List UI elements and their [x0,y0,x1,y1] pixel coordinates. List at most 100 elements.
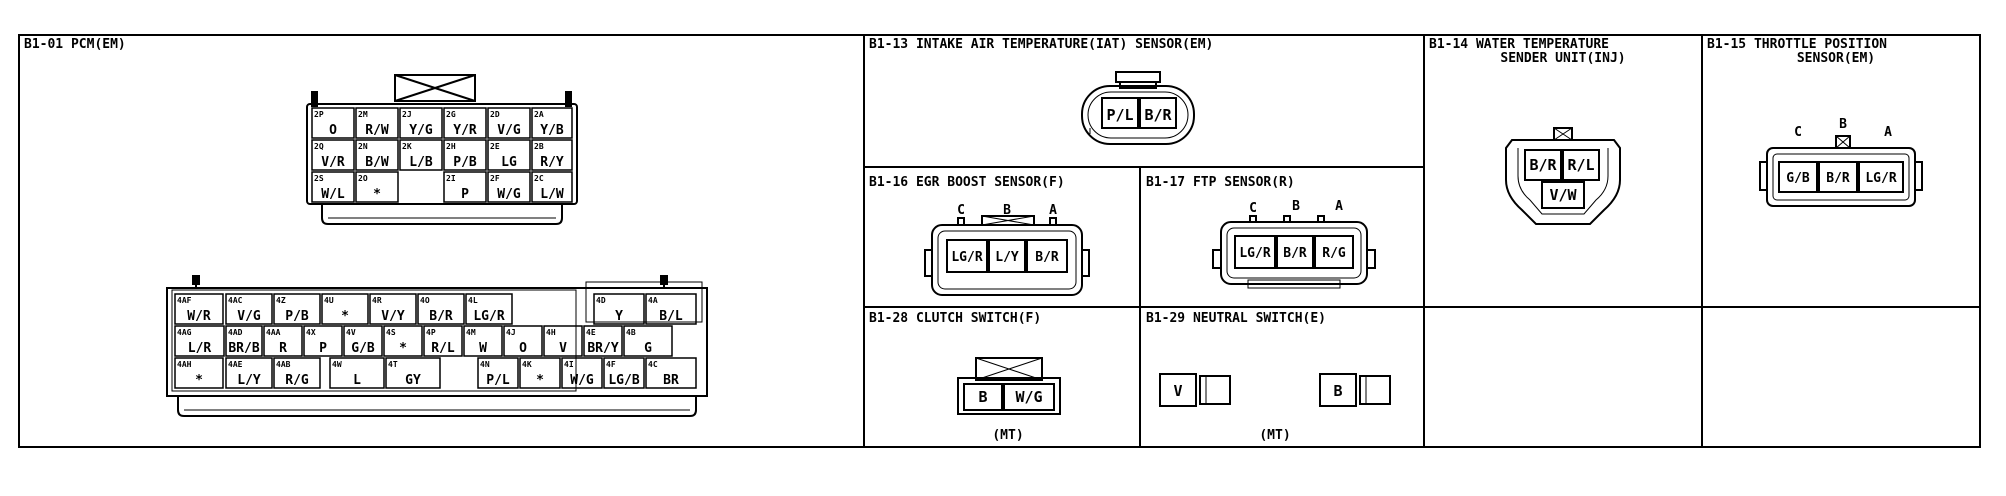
pin-number: 4AE [228,360,243,369]
panel-title-b1-14-line2: SENDER UNIT(INJ) [1500,51,1625,66]
water-temp-connector [1505,127,1621,225]
wire-color: O [329,123,337,138]
pin-number: 4AH [177,360,192,369]
pin-number: 4A [648,296,658,305]
neutral-note: (MT) [1259,428,1290,443]
wire-color: R/L [431,341,455,356]
pin-number: 4O [420,296,430,305]
connector-cavity: 4AE L/Y [225,357,273,389]
wire-color: G/B [351,341,375,356]
pin-number: 2P [314,110,324,119]
wire-color: LG/R [473,309,504,324]
iat-sensor-connector [1081,71,1195,145]
wire-color: * [373,187,381,202]
wire-color: W/R [187,309,211,324]
wire-color: LG [501,155,517,170]
wire-color: V [559,341,567,356]
pin-number: 4D [596,296,606,305]
ftp-wire-c: LG/R [1239,246,1270,261]
ftp-wire-b: B/R [1283,246,1307,261]
pin-number: 2N [358,142,368,151]
wire-color: V/G [237,309,261,324]
tps-pin-c: C [1794,125,1802,140]
pin-number: 2G [446,110,456,119]
panel-title-b1-01: B1-01 PCM(EM) [24,37,126,52]
pin-number: 2K [402,142,412,151]
wire-color: L [353,373,361,388]
wire-color: R/W [365,123,389,138]
ftp-sensor-connector [1212,215,1376,289]
connector-cavity: 4VG/B [343,325,383,357]
wire-color: * [536,373,544,388]
wire-color: GY [405,373,421,388]
pin-number: 2S [314,174,324,183]
pin-number: 2B [534,142,544,151]
connector-cavity: 2M R/W [355,107,399,139]
connector-cavity: 2BR/Y [531,139,573,171]
pcm-lower-connector [166,275,708,417]
wire-color: R/G [285,373,309,388]
ftp-wire-a: R/G [1322,246,1346,261]
clutch-wire-2: W/G [1015,388,1042,406]
wire-color: * [195,373,203,388]
pin-number: 4AG [177,328,192,337]
connector-cavity: 4U* [321,293,369,325]
pin-number: 4S [386,328,396,337]
pin-number: 4H [546,328,556,337]
connector-cavity: 2GY/R [443,107,487,139]
ftp-pin-c: C [1249,201,1257,216]
pin-number: 2H [446,142,456,151]
neutral-wire-2: B [1333,382,1342,400]
wire-color: B/L [659,309,683,324]
ftp-pin-a: A [1335,199,1343,214]
egr-pin-c: C [957,203,965,218]
pin-number: 2F [490,174,500,183]
tps-pin-b: B [1839,117,1847,132]
connector-cavity: 2IP [443,171,487,203]
pcm-upper-cells: 2PO2MR/W2JY/G2GY/R2DV/G2AY/B2QV/R2NB/W2K… [311,107,573,203]
wire-color: P [461,187,469,202]
connector-cavity: 2FW/G [487,171,531,203]
pin-number: 4R [372,296,382,305]
egr-boost-connector [924,215,1090,296]
wire-color: B/R [429,309,453,324]
connector-cavity: 2CL/W [531,171,573,203]
wire-color: P/B [285,309,309,324]
connector-cavity: 4R V/Y [369,293,417,325]
pin-number: 2M [358,110,368,119]
wire-color: V/Y [381,309,405,324]
connector-cavity: 2HP/B [443,139,487,171]
connector-cavity: 2NB/W [355,139,399,171]
connector-cavity: 4S* [383,325,423,357]
pin-number: 4Z [276,296,286,305]
connector-cavity: 2QV/R [311,139,355,171]
clutch-note: (MT) [992,428,1023,443]
panel-title-b1-17: B1-17 FTP SENSOR(R) [1146,175,1295,190]
egr-wire-a: B/R [1035,250,1059,265]
connector-cavity: 4MW [463,325,503,357]
connector-cavity: 4Z P/B [273,293,321,325]
iat-wire-1: P/L [1106,106,1133,124]
connector-cavity: 4WL [329,357,385,389]
wire-color: L/Y [237,373,261,388]
pin-number: 4X [306,328,316,337]
pin-number: 4N [480,360,490,369]
pin-number: 4L [468,296,478,305]
connector-cavity: 2KL/B [399,139,443,171]
wire-color: P/L [486,373,510,388]
connector-cavity: 2AY/B [531,107,573,139]
connector-cavity: 4IW/G [561,357,603,389]
wire-color: G [644,341,652,356]
pin-number: 4AF [177,296,192,305]
egr-pin-a: A [1049,203,1057,218]
connector-cavity: 4JO [503,325,543,357]
wire-color: W/L [321,187,345,202]
wire-color: * [399,341,407,356]
pin-number: 4E [586,328,596,337]
connector-cavity: 2O* [355,171,399,203]
wire-color: V/R [321,155,345,170]
